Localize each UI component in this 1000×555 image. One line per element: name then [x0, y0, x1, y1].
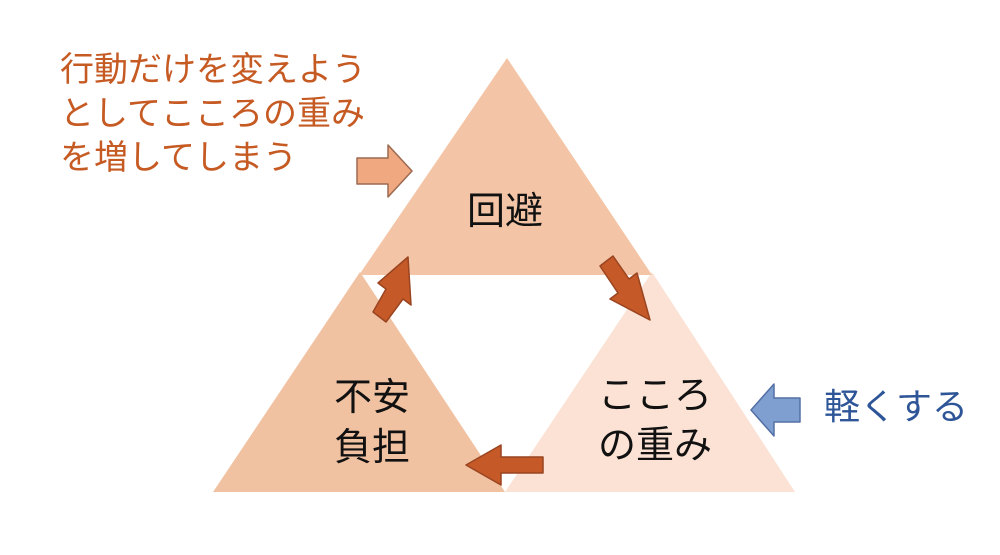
- cycle-arrow-anxiety-to-avoidance: [372, 256, 412, 323]
- anxiety-label-line-2: 負担: [334, 425, 410, 469]
- avoidance-label: 回避: [467, 189, 543, 233]
- left-annotation-line-1: 行動だけを変えよう: [60, 50, 366, 90]
- left-annotation: 行動だけを変えよう としてこころの重み を増してしまう: [60, 48, 366, 180]
- avoidance-triangle: [359, 58, 652, 275]
- right-annotation: 軽くする: [824, 387, 969, 428]
- heart-weight-label-line-2: の重み: [598, 423, 712, 467]
- blue-block-arrow-icon: [750, 383, 801, 437]
- heart-weight-label-line-1: こころ: [598, 373, 712, 417]
- heart-weight-triangle: [505, 272, 795, 492]
- orange-block-arrow-icon: [356, 144, 413, 198]
- anxiety-label-line-1: 不安: [334, 375, 410, 419]
- left-annotation-line-3: を増してしまう: [60, 138, 297, 178]
- left-annotation-line-2: としてこころの重み: [60, 94, 365, 134]
- anxiety-triangle: [213, 272, 505, 492]
- cycle-arrow-heart-weight-to-anxiety: [465, 444, 544, 486]
- cycle-arrow-avoidance-to-heart-weight: [599, 255, 651, 321]
